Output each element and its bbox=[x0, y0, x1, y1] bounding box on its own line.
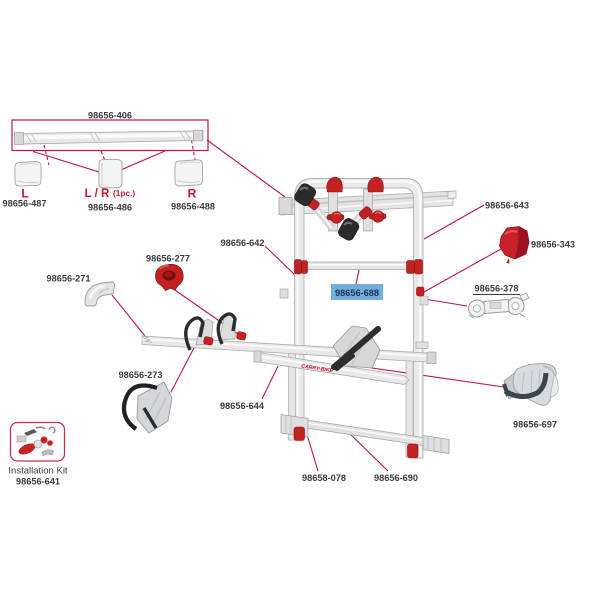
svg-text:L / R: L / R bbox=[85, 188, 110, 200]
svg-text:98656-273: 98656-273 bbox=[119, 370, 163, 380]
svg-text:98656-277: 98656-277 bbox=[146, 254, 190, 264]
svg-text:CARRY-BIKE: CARRY-BIKE bbox=[301, 364, 334, 375]
svg-text:L: L bbox=[21, 187, 28, 201]
svg-text:98656-642: 98656-642 bbox=[221, 238, 265, 248]
svg-text:98656-643: 98656-643 bbox=[485, 201, 529, 211]
svg-text:98656-486: 98656-486 bbox=[88, 203, 132, 213]
svg-text:Installation Kit: Installation Kit bbox=[8, 466, 68, 477]
svg-text:98656-697: 98656-697 bbox=[513, 420, 557, 430]
svg-text:98656-690: 98656-690 bbox=[374, 473, 418, 483]
svg-text:98656-641: 98656-641 bbox=[16, 477, 60, 487]
svg-text:R: R bbox=[188, 187, 197, 201]
svg-text:98656-271: 98656-271 bbox=[47, 274, 91, 284]
svg-text:98656-644: 98656-644 bbox=[220, 401, 265, 411]
svg-text:98656-406: 98656-406 bbox=[88, 111, 132, 121]
svg-text:98658-078: 98658-078 bbox=[302, 473, 346, 483]
svg-text:98656-343: 98656-343 bbox=[531, 240, 575, 250]
svg-text:98656-688: 98656-688 bbox=[335, 288, 379, 298]
svg-text:(1pc.): (1pc.) bbox=[113, 188, 135, 198]
svg-text:98656-378: 98656-378 bbox=[475, 284, 519, 294]
svg-text:98656-488: 98656-488 bbox=[171, 202, 215, 212]
svg-text:98656-487: 98656-487 bbox=[3, 199, 47, 209]
